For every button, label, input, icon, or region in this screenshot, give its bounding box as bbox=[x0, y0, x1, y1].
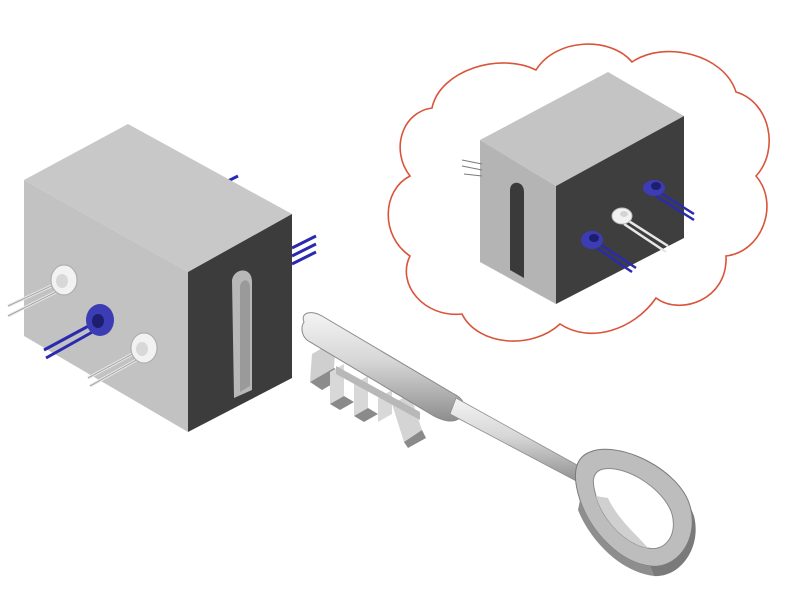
main-pin-white-right bbox=[87, 332, 158, 388]
cloud-pin-blue-upper bbox=[643, 180, 695, 222]
main-pin-white-left bbox=[7, 264, 78, 318]
cloud-block-slot bbox=[510, 182, 524, 278]
cloud-pin-white bbox=[611, 207, 669, 254]
main-block-slot-shadow bbox=[240, 280, 250, 392]
key-shaft bbox=[449, 397, 587, 485]
cloud-block-top bbox=[480, 72, 684, 186]
key-bow bbox=[574, 448, 696, 577]
main-sensor-block bbox=[7, 124, 317, 432]
cloud-sensor-block bbox=[461, 72, 695, 304]
key-bit bbox=[310, 340, 426, 448]
key bbox=[301, 312, 696, 577]
cloud-pin-blue-lower bbox=[581, 231, 637, 274]
main-block-top bbox=[24, 124, 292, 272]
cloud-back-leads bbox=[461, 159, 483, 177]
main-pin-blue-center bbox=[43, 304, 114, 360]
